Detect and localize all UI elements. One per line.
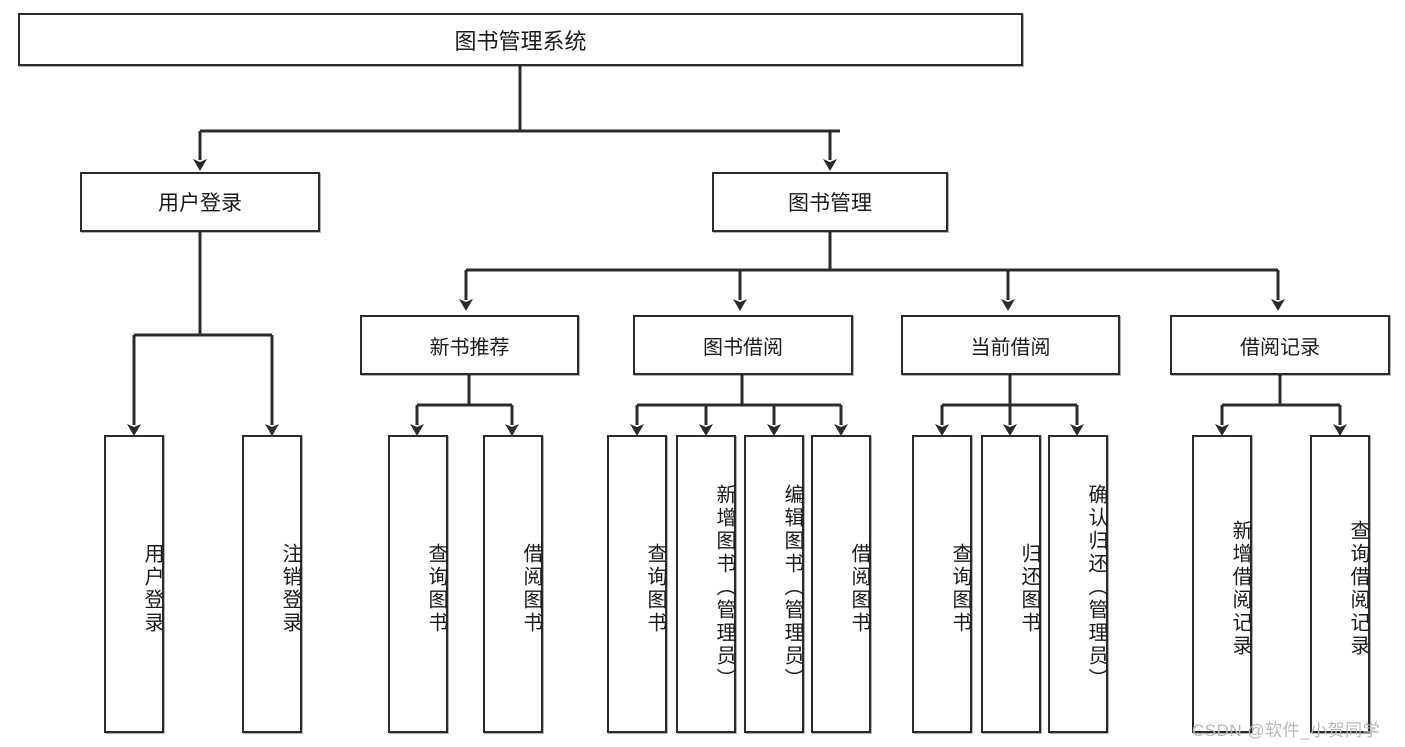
node-user-login[interactable]: 用户登录 — [80, 172, 320, 232]
node-library-management-system[interactable]: 图书管理系统 — [18, 13, 1023, 66]
leaf-confirm-return-admin[interactable]: 确认归还（管理员） — [1048, 435, 1108, 733]
node-label: 新增借阅记录 — [1229, 520, 1251, 658]
node-label: 确认归还（管理员） — [1085, 483, 1107, 691]
node-label: 用户登录 — [141, 543, 163, 635]
node-current-borrow[interactable]: 当前借阅 — [901, 315, 1120, 375]
node-label: 图书借阅 — [703, 336, 783, 359]
node-new-book-recommend[interactable]: 新书推荐 — [360, 315, 579, 375]
node-label: 当前借阅 — [970, 336, 1051, 359]
leaf-add-book-admin[interactable]: 新增图书（管理员） — [676, 435, 736, 733]
leaf-logout-login[interactable]: 注销登录 — [242, 435, 302, 733]
leaf-query-book-current[interactable]: 查询图书 — [912, 435, 972, 733]
leaf-return-book[interactable]: 归还图书 — [981, 435, 1041, 733]
node-label: 查询图书 — [425, 543, 447, 635]
leaf-query-borrow-record[interactable]: 查询借阅记录 — [1310, 435, 1370, 733]
node-label: 借阅记录 — [1240, 336, 1320, 359]
node-label: 用户登录 — [158, 192, 242, 215]
leaf-add-borrow-record[interactable]: 新增借阅记录 — [1192, 435, 1252, 733]
leaf-query-book-borrow[interactable]: 查询图书 — [607, 435, 667, 733]
leaf-borrow-book-borrow[interactable]: 借阅图书 — [811, 435, 871, 733]
node-borrow-record[interactable]: 借阅记录 — [1170, 315, 1390, 375]
node-label: 图书管理 — [788, 192, 872, 215]
node-label: 查询借阅记录 — [1347, 520, 1369, 658]
node-label: 新书推荐 — [429, 336, 510, 359]
node-book-management[interactable]: 图书管理 — [712, 172, 948, 232]
node-label: 注销登录 — [279, 543, 301, 635]
csdn-watermark: CSDN @软件_小贺同学 — [1192, 721, 1381, 740]
leaf-query-book-recommend[interactable]: 查询图书 — [388, 435, 448, 733]
leaf-user-login[interactable]: 用户登录 — [104, 435, 164, 733]
leaf-borrow-book-recommend[interactable]: 借阅图书 — [483, 435, 543, 733]
node-label: 图书管理系统 — [454, 28, 587, 54]
node-label: 借阅图书 — [520, 543, 542, 635]
node-label: 新增图书（管理员） — [713, 483, 735, 691]
node-label: 查询图书 — [644, 543, 666, 635]
leaf-edit-book-admin[interactable]: 编辑图书（管理员） — [744, 435, 804, 733]
node-book-borrow[interactable]: 图书借阅 — [633, 315, 853, 375]
node-label: 归还图书 — [1018, 543, 1040, 635]
node-label: 借阅图书 — [848, 543, 870, 635]
node-label: 查询图书 — [949, 543, 971, 635]
node-label: 编辑图书（管理员） — [781, 483, 803, 691]
